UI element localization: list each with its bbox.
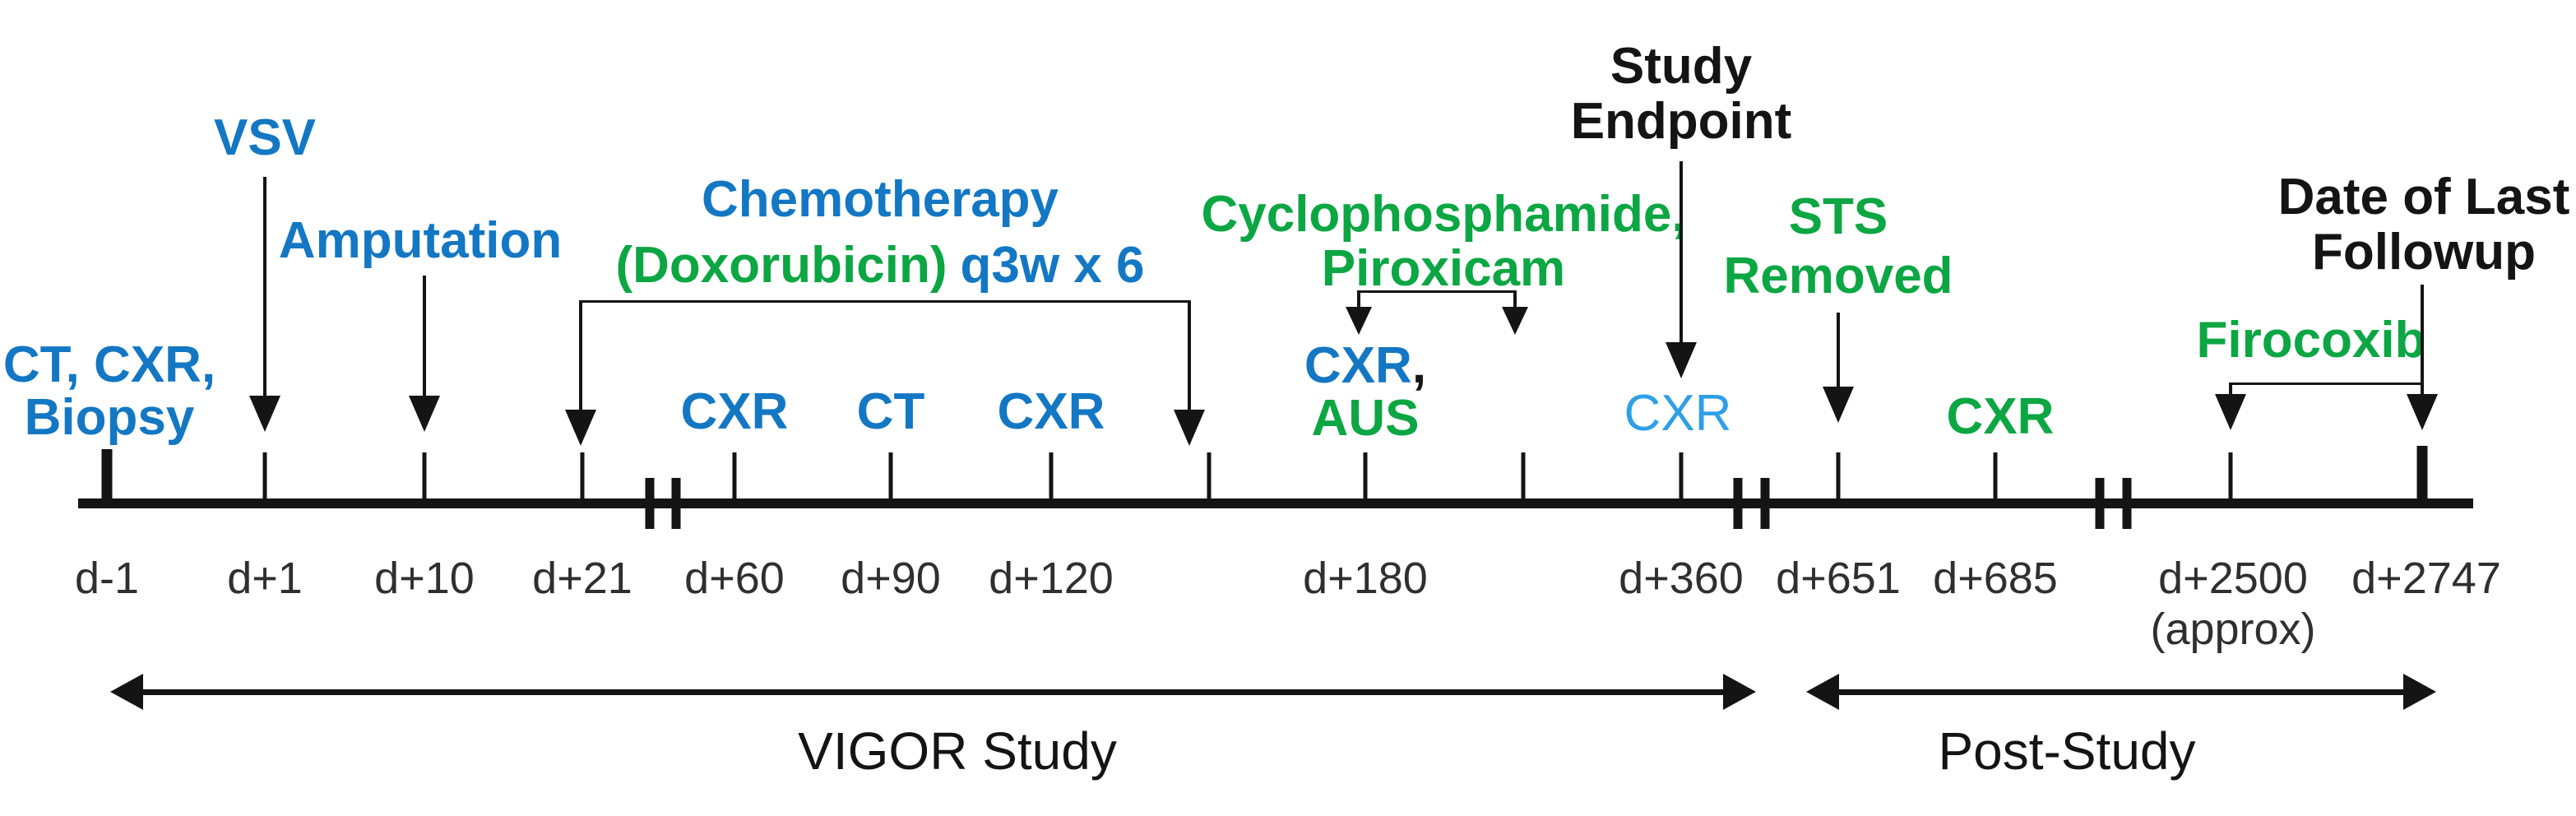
tick-d+21 [580, 452, 585, 503]
cxr-aus-comma: , [1411, 337, 1427, 394]
cxr-aus-cxr: CXR [1304, 337, 1412, 394]
cyclo-bracket-left-head [1346, 307, 1372, 335]
tick-d+360 [1679, 452, 1684, 503]
last-followup-arrow-line [2421, 285, 2424, 396]
followup-line2: Followup [2311, 224, 2537, 280]
firocoxib-bracket-top [2231, 382, 2422, 385]
sts-line2: Removed [1723, 248, 1953, 304]
day-label-d+2747: d+2747 [2351, 554, 2501, 603]
event-label-cxr-d120: CXR [997, 383, 1105, 440]
axis-break-1-bar-a [645, 478, 655, 529]
day-label-d+2500: d+2500 (approx) [2150, 553, 2315, 655]
baseline-line2: Biopsy [24, 389, 195, 446]
tick-d+90 [888, 452, 893, 503]
sts-removed-arrow-head [1823, 387, 1854, 423]
event-label-cxr-aus-d180: CXR, AUS [1304, 340, 1426, 445]
timeline-axis [78, 498, 2473, 508]
cyclo-bracket-top [1359, 290, 1515, 293]
day-label-d+2500-approx: (approx) [2150, 605, 2316, 654]
day-label-d-1: d-1 [74, 554, 140, 603]
vsv-arrow-head [249, 396, 280, 432]
chemo-doxorubicin: (Doxorubicin) [615, 237, 947, 294]
day-label-d+90: d+90 [841, 554, 941, 603]
firocoxib-bracket-left-line [2229, 382, 2232, 396]
firocoxib-bracket-left-head [2215, 394, 2246, 430]
study-endpoint-line2: Endpoint [1570, 93, 1792, 150]
day-label-d+180: d+180 [1303, 554, 1428, 603]
cyclo-line2: Piroxicam [1321, 240, 1566, 297]
day-label-d+1: d+1 [227, 554, 303, 603]
event-label-study-endpoint: Study Endpoint [1571, 39, 1792, 149]
study-endpoint-arrow-head [1666, 342, 1697, 378]
chemo-line1: Chemotherapy [701, 171, 1059, 228]
post-study-label: Post-Study [1938, 721, 2196, 781]
event-label-ct-d90: CT [856, 383, 925, 440]
event-label-sts-removed: STS Removed [1723, 188, 1953, 306]
event-label-cxr-d60: CXR [680, 383, 789, 440]
amputation-arrow-head [409, 396, 440, 432]
axis-break-3-bar-a [2095, 478, 2105, 529]
chemo-bracket-top [581, 300, 1189, 303]
day-label-d+120: d+120 [989, 554, 1114, 603]
tick-d+180 [1363, 452, 1368, 503]
day-label-d+10: d+10 [374, 554, 475, 603]
tick-d+685 [1993, 452, 1998, 503]
tick-chemo-end [1207, 452, 1212, 503]
day-label-d+2500-value: d+2500 [2158, 554, 2308, 603]
event-label-firocoxib: Firocoxib [2196, 312, 2426, 369]
vsv-arrow-line [263, 177, 266, 397]
study-endpoint-line1: Study [1610, 38, 1753, 95]
chemo-schedule: q3w x 6 [960, 237, 1145, 294]
tick-d+651 [1836, 452, 1841, 503]
day-label-d+360: d+360 [1619, 554, 1744, 603]
cyclo-bracket-left-line [1357, 290, 1360, 308]
chemo-bracket-right-line [1188, 300, 1191, 411]
event-label-cyclophosphamide-piroxicam: Cyclophosphamide, Piroxicam [1201, 188, 1685, 296]
vigor-study-label: VIGOR Study [798, 721, 1117, 781]
axis-break-2-bar-b [1760, 478, 1770, 529]
event-label-chemotherapy: Chemotherapy (Doxorubicin)q3w x 6 [616, 167, 1145, 299]
amputation-arrow-line [423, 276, 426, 397]
event-label-date-of-last-followup: Date of Last Followup [2278, 169, 2570, 280]
last-followup-arrow-head [2407, 394, 2438, 430]
event-label-vsv: VSV [213, 109, 317, 166]
tick-d-2747 [2416, 446, 2428, 508]
cyclo-line1: Cyclophosphamide, [1201, 186, 1686, 243]
day-label-d+60: d+60 [684, 554, 785, 603]
tick-d-1 [101, 449, 113, 508]
event-label-cxr-d360: CXR [1624, 385, 1732, 442]
tick-d+10 [422, 452, 427, 503]
chemo-bracket-left-head [565, 410, 596, 446]
cxr-aus-aus: AUS [1311, 390, 1420, 447]
day-label-d+685: d+685 [1933, 554, 2058, 603]
axis-break-1-bar-b [671, 478, 681, 529]
sts-line1: STS [1788, 188, 1888, 245]
sts-removed-arrow-line [1837, 313, 1840, 388]
post-study-range-left-arrowhead [1806, 674, 1839, 710]
post-study-range-line [1839, 689, 2404, 695]
followup-line1: Date of Last [2277, 169, 2570, 225]
tick-d+60 [732, 452, 737, 503]
cyclo-bracket-right-line [1513, 290, 1517, 308]
tick-d+2500 [2228, 452, 2233, 503]
event-label-cxr-d685: CXR [1946, 388, 2055, 445]
cyclo-bracket-right-head [1502, 307, 1528, 335]
day-label-d+21: d+21 [532, 554, 632, 603]
axis-break-3-bar-b [2122, 478, 2132, 529]
vigor-range-left-arrowhead [110, 674, 143, 710]
study-endpoint-arrow-line [1679, 161, 1683, 344]
day-label-d+651: d+651 [1776, 554, 1901, 603]
event-label-baseline-diagnostics: CT, CXR, Biopsy [3, 339, 215, 444]
chemo-bracket-left-line [579, 300, 582, 411]
tick-d+120 [1049, 452, 1054, 503]
vigor-range-line [143, 689, 1724, 695]
axis-break-2-bar-a [1733, 478, 1743, 529]
tick-d+1 [262, 452, 267, 503]
event-label-amputation: Amputation [278, 212, 563, 269]
chemo-bracket-right-head [1174, 410, 1205, 446]
baseline-line1: CT, CXR, [2, 336, 216, 393]
vigor-range-right-arrowhead [1723, 674, 1756, 710]
post-study-range-right-arrowhead [2403, 674, 2436, 710]
tick-mid-unlabeled [1521, 452, 1526, 503]
